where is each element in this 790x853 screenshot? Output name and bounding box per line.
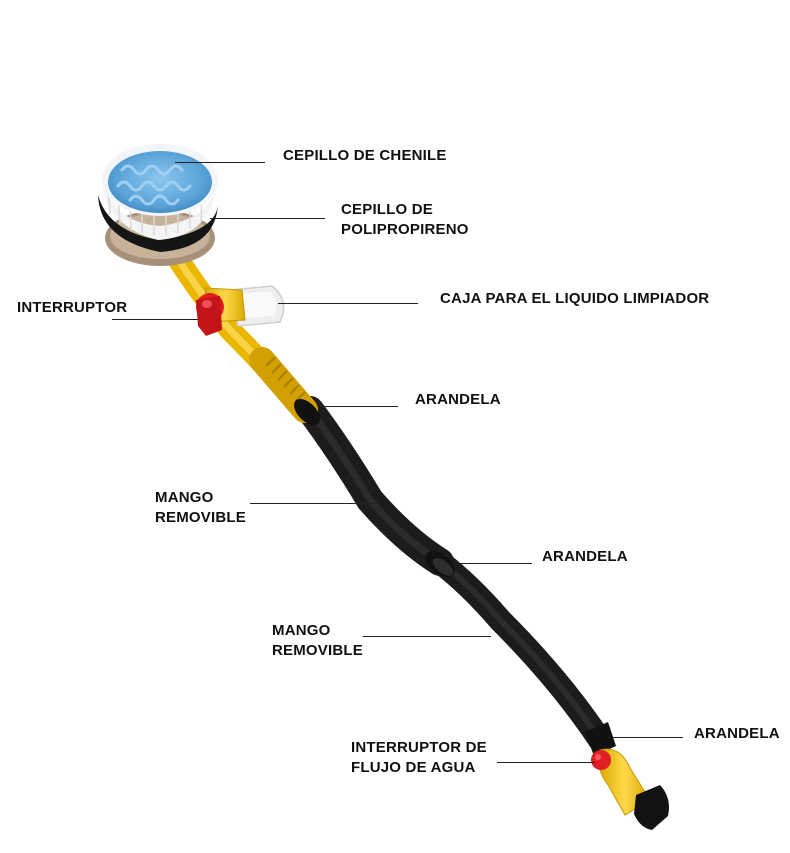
washer-joint-middle xyxy=(425,550,455,578)
leader-handle-1 xyxy=(250,503,373,504)
label-flow-switch-line1: INTERRUPTOR DE xyxy=(351,739,487,756)
washer-bottom xyxy=(585,722,616,756)
leader-washer-2 xyxy=(452,563,532,564)
label-chenille-brush: CEPILLO DE CHENILE xyxy=(283,147,447,164)
handle-lower-removable xyxy=(428,550,612,752)
leader-cleaner-box xyxy=(278,303,418,304)
leader-washer-3 xyxy=(608,737,683,738)
label-removable-handle-1: MANGO REMOVIBLE xyxy=(155,488,246,528)
leader-washer-1 xyxy=(320,406,398,407)
label-washer-1: ARANDELA xyxy=(415,391,501,408)
leader-switch xyxy=(112,319,198,320)
water-flow-switch xyxy=(591,750,611,770)
brush-head xyxy=(98,144,218,266)
yellow-stem xyxy=(169,251,318,423)
leader-polypropylene xyxy=(210,218,325,219)
label-switch: INTERRUPTOR xyxy=(17,299,128,316)
label-cleaner-box: CAJA PARA EL LIQUIDO LIMPIADOR xyxy=(440,290,710,307)
label-flow-switch-line2: FLUJO DE AGUA xyxy=(351,759,476,776)
label-polypropylene-brush: CEPILLO DE POLIPROPIRENO xyxy=(341,200,469,240)
label-washer-2: ARANDELA xyxy=(542,548,628,565)
red-switch xyxy=(196,293,224,336)
leader-chenille xyxy=(175,162,265,163)
label-handle-2-line2: REMOVIBLE xyxy=(272,642,363,659)
label-handle-2-line1: MANGO xyxy=(272,622,331,639)
leader-flow-switch xyxy=(497,762,595,763)
label-polypropylene-line1: CEPILLO DE xyxy=(341,201,434,218)
label-handle-1-line2: REMOVIBLE xyxy=(155,509,246,526)
label-polypropylene-line2: POLIPROPIRENO xyxy=(341,221,469,238)
handle-upper-removable xyxy=(296,396,454,576)
label-removable-handle-2: MANGO REMOVIBLE xyxy=(272,621,363,661)
label-handle-1-line1: MANGO xyxy=(155,489,214,506)
washer-top xyxy=(294,399,320,425)
label-water-flow-switch: INTERRUPTOR DE FLUJO DE AGUA xyxy=(351,738,487,778)
label-washer-3: ARANDELA xyxy=(694,725,780,742)
bottom-connector xyxy=(598,748,669,830)
leader-handle-2 xyxy=(363,636,491,637)
